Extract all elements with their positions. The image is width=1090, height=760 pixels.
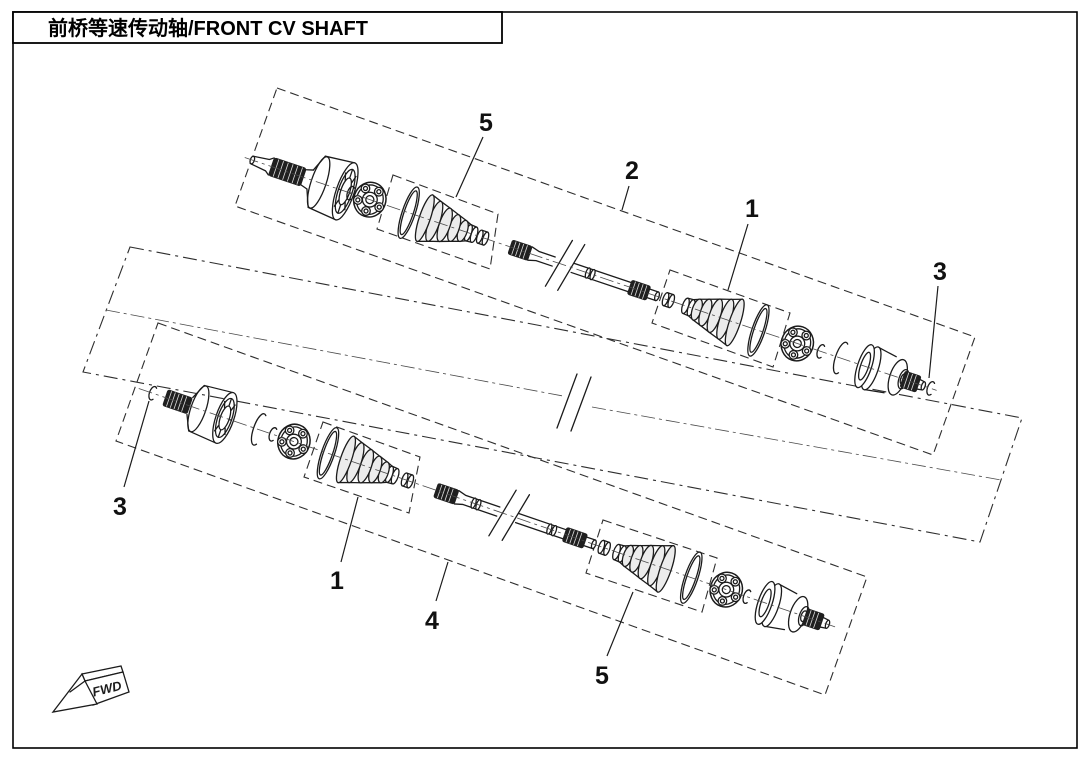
page-border	[12, 11, 1078, 749]
svg-text:5: 5	[479, 109, 493, 137]
title-box	[12, 11, 503, 44]
snap-ring	[146, 384, 158, 402]
assembled-shaft-reference-box	[82, 246, 1023, 543]
svg-text:5: 5	[595, 662, 609, 690]
callout-2[interactable]: 2	[621, 157, 639, 211]
svg-text:1: 1	[330, 567, 344, 595]
svg-text:4: 4	[425, 607, 439, 635]
splined-stub	[802, 608, 831, 631]
splined-stub	[162, 389, 193, 414]
cv-boot	[674, 281, 749, 349]
assembly-bottom	[115, 322, 868, 696]
boot-retainer-ring	[742, 302, 774, 359]
callout-3-bottom[interactable]: 3	[113, 400, 150, 521]
cv-boot	[411, 192, 486, 260]
svg-text:1: 1	[745, 195, 759, 223]
page-title: 前桥等速传动轴/FRONT CV SHAFT	[48, 16, 368, 40]
axis-centerline	[138, 388, 836, 628]
boot-clamp	[660, 291, 677, 309]
bottom-assembly-box	[115, 322, 868, 696]
callout-5-top[interactable]: 5	[455, 109, 493, 198]
axis-centerline	[244, 157, 937, 391]
callout-1-top[interactable]: 1	[727, 195, 759, 291]
drive-shaft	[433, 483, 597, 550]
svg-text:3: 3	[933, 258, 947, 286]
assembly-top	[234, 87, 976, 456]
top-assembly-box	[234, 87, 976, 456]
svg-text:3: 3	[113, 493, 127, 521]
bottom-outer-boot-kit-box	[303, 421, 421, 514]
svg-text:2: 2	[625, 157, 639, 185]
callout-4[interactable]: 4	[425, 561, 449, 635]
drive-shaft	[507, 239, 661, 302]
boot-clamp	[596, 538, 613, 557]
callout-5-bottom[interactable]: 5	[595, 591, 634, 690]
shaft-centerline	[105, 309, 1002, 481]
shaft-break-symbol	[556, 373, 592, 432]
top-inner-boot-kit-box	[651, 269, 791, 368]
top-outer-boot-kit-box	[376, 174, 499, 270]
callout-1-bottom[interactable]: 1	[330, 496, 359, 595]
title-bar: 前桥等速传动轴/FRONT CV SHAFT	[12, 11, 503, 44]
bottom-inner-boot-kit-box	[585, 519, 718, 613]
fwd-indicator: FWD	[51, 665, 130, 713]
snap-ring	[924, 379, 936, 397]
callout-3-top[interactable]: 3	[928, 258, 947, 379]
circlip	[266, 425, 278, 443]
callouts: 5 2 1 3 3 1 4 5	[113, 109, 947, 690]
fwd-label: FWD	[91, 678, 124, 700]
